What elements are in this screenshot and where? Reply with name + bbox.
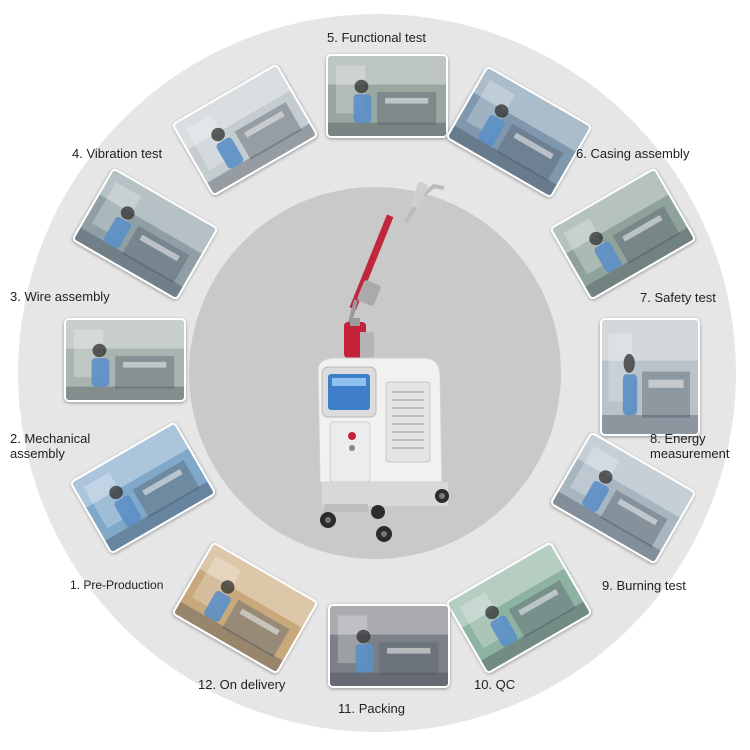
delivery-boxes-photo [173,543,317,673]
vibration-rig-photo [173,65,317,195]
step-11-label: 11. Packing [338,701,405,716]
step-6-photo [445,65,593,199]
safety-test-photo [551,169,695,299]
step-12-label: 12. On delivery [198,677,286,692]
step-11-photo [328,604,450,688]
step-3-label: 3. Wire assembly [10,289,110,304]
packing-cases-photo [330,606,448,686]
step-6-label: 6. Casing assembly [576,146,690,161]
step-5-label: 5. Functional test [327,30,426,45]
step-1-photo [69,421,217,555]
step-9-label: 9. Burning test [602,578,686,593]
step-8-photo [600,318,700,436]
frame-assembly-photo [66,320,184,400]
step-1-label: 1. Pre-Production [70,578,164,592]
step-10-label: 10. QC [474,677,516,692]
laser-machine-icon [296,181,456,552]
wiring-photo [73,169,217,299]
worker-assembly-photo [71,423,215,553]
step-2-photo [64,318,186,402]
bench-test-photo [328,56,446,136]
step-7-label: 7. Safety test [640,290,716,305]
step-12-photo [171,541,319,675]
step-3-photo [71,167,219,301]
step-7-photo [549,167,697,301]
qc-inspection-photo [447,543,591,673]
step-5-photo [326,54,448,138]
energy-meter-photo [602,320,698,434]
step-4-photo [171,63,319,197]
step-9-photo [549,431,697,565]
step-2-label: 2. Mechanical assembly [10,431,91,461]
step-4-label: 4. Vibration test [72,146,163,161]
step-10-photo [445,541,593,675]
burning-test-photo [551,433,695,563]
casing-photo [447,67,591,197]
step-8-label: 8. Energy measurement [650,431,730,461]
